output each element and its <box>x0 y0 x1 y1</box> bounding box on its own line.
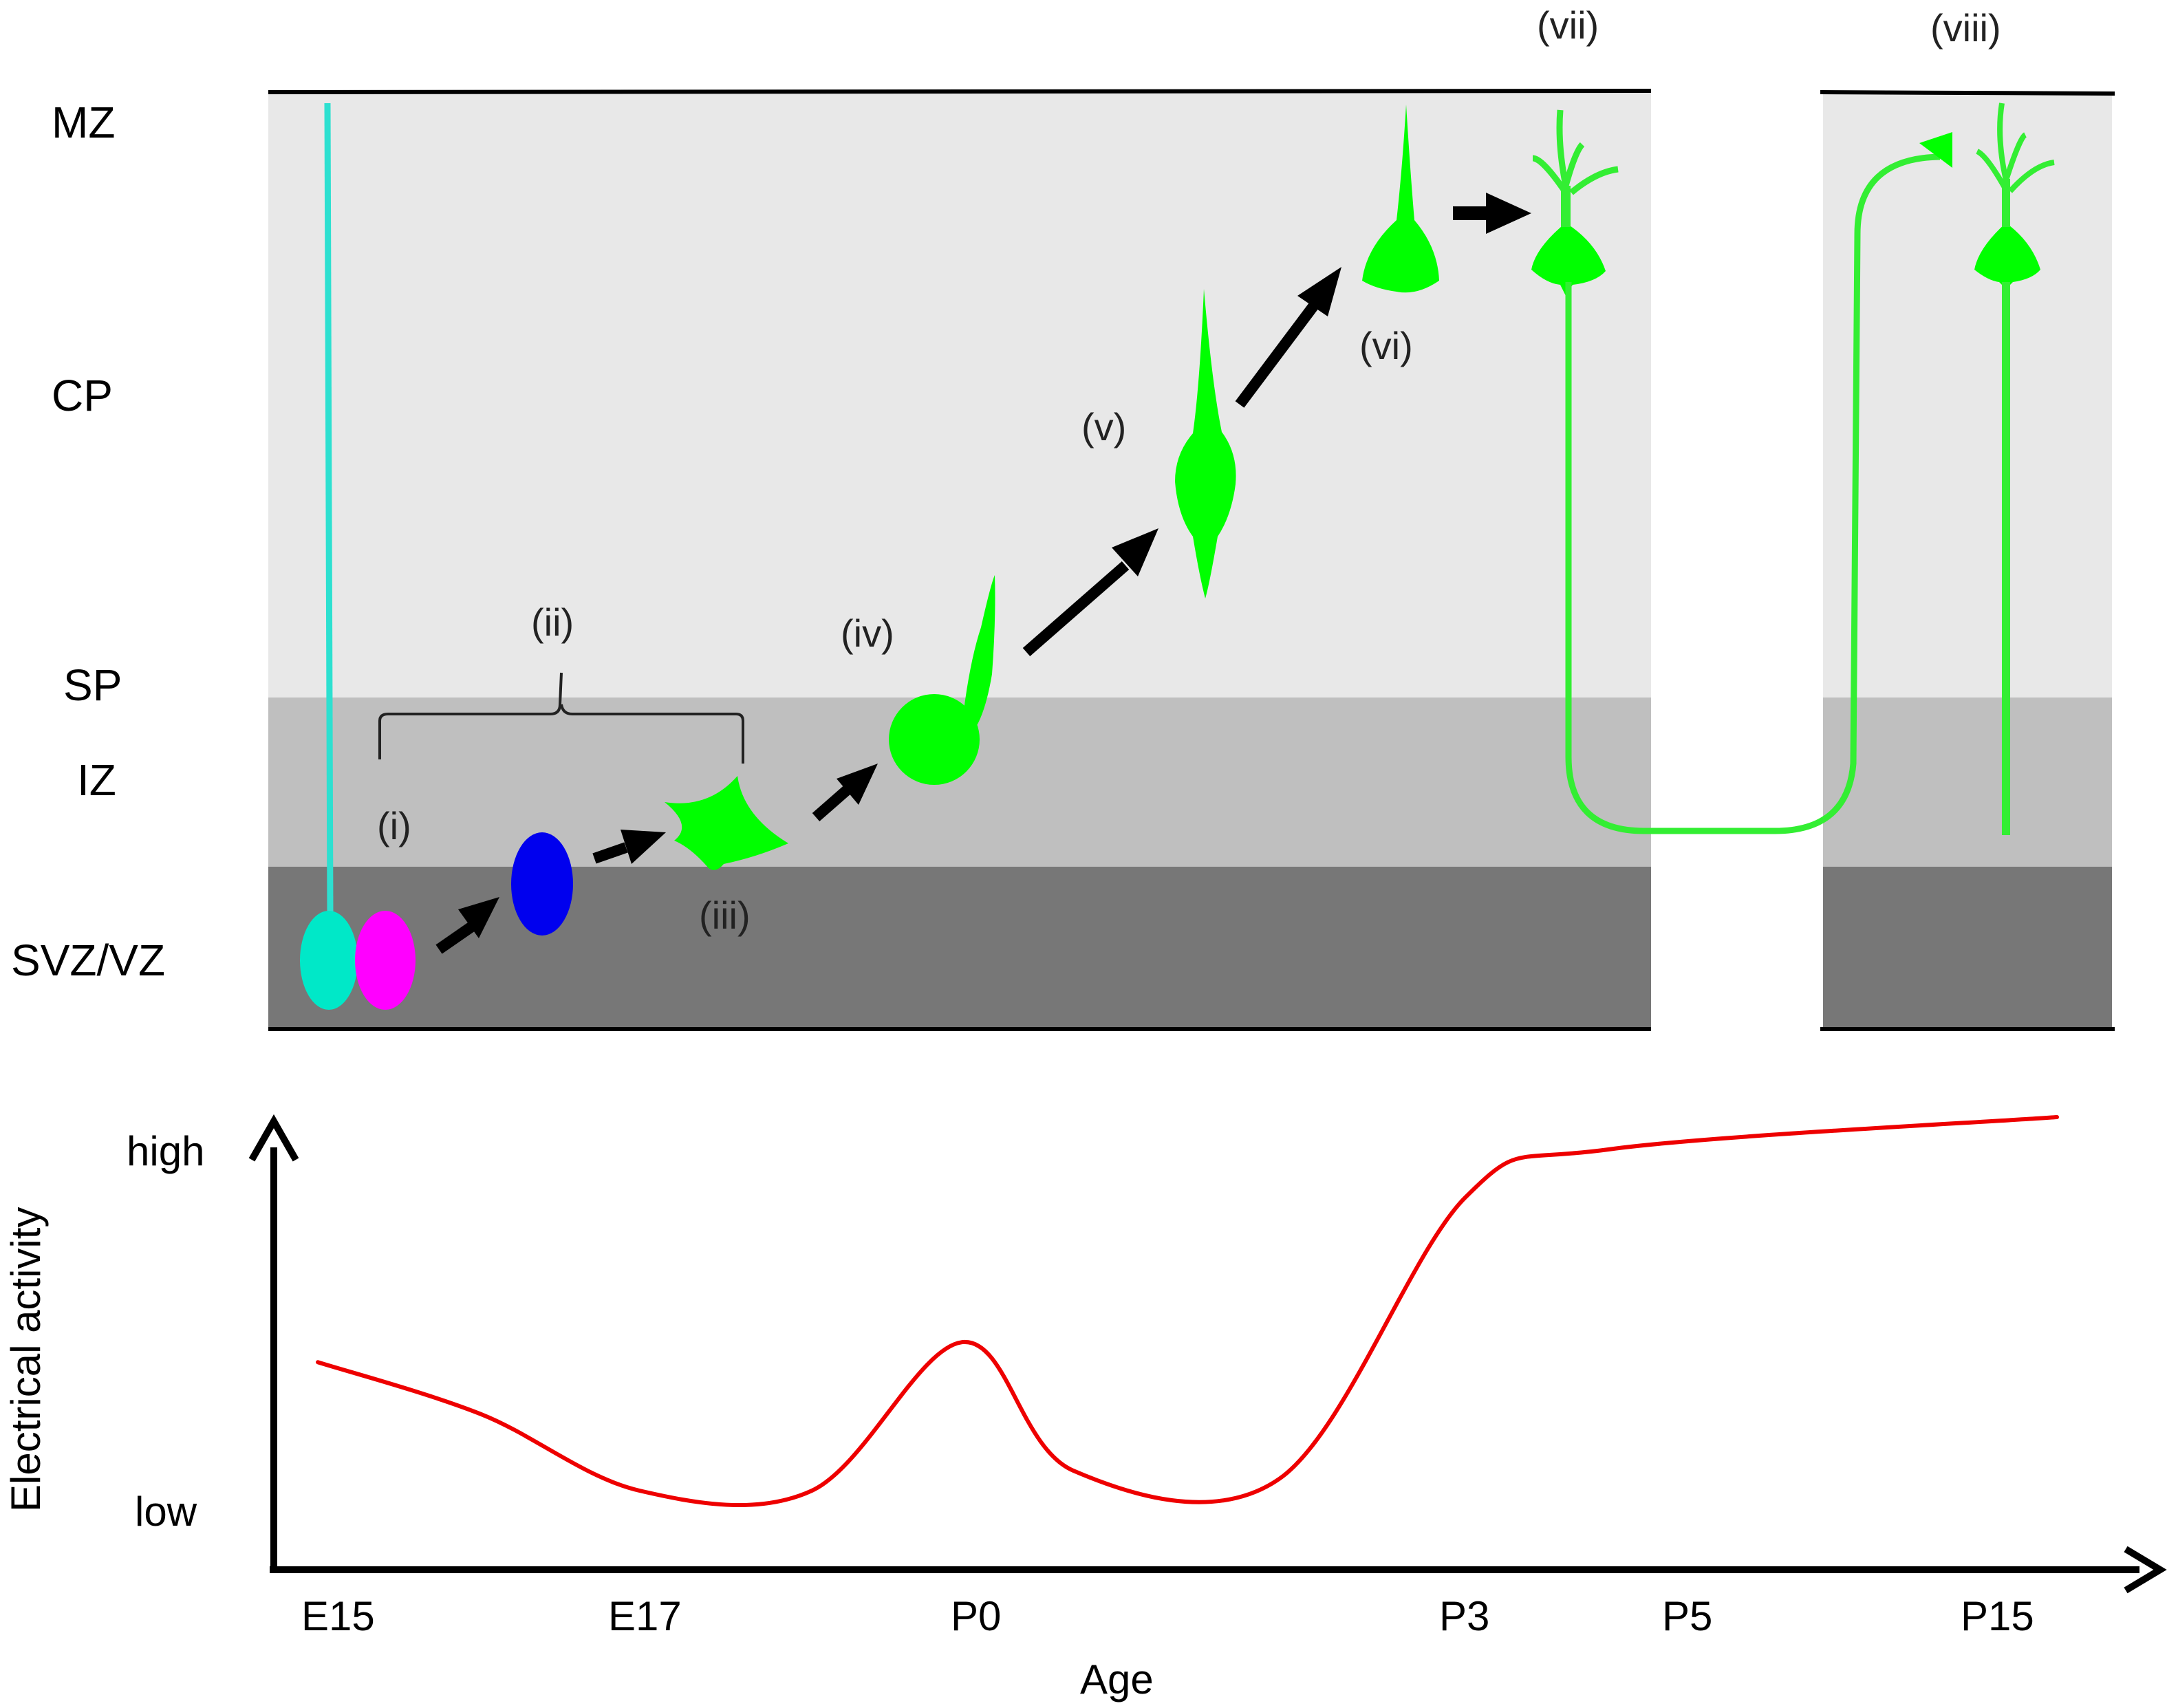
arrow-icon <box>1453 193 1531 234</box>
progenitor-cell-icon <box>355 911 416 1010</box>
mz-cp-sp-layer <box>268 92 1651 698</box>
x-tick-label: E15 <box>301 1593 375 1639</box>
intermediate-progenitor-icon <box>511 832 573 936</box>
svz-vz-layer <box>268 867 1651 1028</box>
stage-label-i: (i) <box>377 804 411 847</box>
migration-arrows <box>435 193 1531 954</box>
x-tick-label: P5 <box>1662 1593 1712 1639</box>
zone-label-cp: CP <box>52 371 113 420</box>
activity-chart: high low E15 E17 P0 P3 P5 P15 Age Electr… <box>3 1114 2167 1702</box>
arrow-icon <box>812 764 878 822</box>
y-axis-title: Electrical activity <box>3 1207 49 1512</box>
zone-label-svz-vz: SVZ/VZ <box>11 936 165 985</box>
pyramidal-neuron-icon-late <box>1974 102 2055 289</box>
stage-label-iii: (iii) <box>699 894 751 937</box>
x-tick-label: E17 <box>608 1593 682 1639</box>
locomoting-neuron-icon <box>1175 289 1236 598</box>
stage-label-vii: (vii) <box>1537 3 1599 47</box>
zone-labels: MZ CP SP IZ SVZ/VZ <box>11 98 165 985</box>
arrow-icon <box>1235 267 1341 408</box>
iz-layer-late <box>1823 698 2112 867</box>
y-tick-label-high: high <box>127 1128 204 1174</box>
x-tick-label: P0 <box>951 1593 1001 1639</box>
stage-labels: (i) (ii) (iii) (iv) (v) (vi) (vii) (viii… <box>377 3 2001 937</box>
zone-label-mz: MZ <box>52 98 115 147</box>
stage-label-v: (v) <box>1081 405 1126 448</box>
pyramidal-neuron-icon <box>1531 109 1619 296</box>
bipolar-neuron-icon <box>889 575 995 785</box>
x-axis-arrowhead <box>2124 1546 2167 1594</box>
y-tick-label-low: low <box>135 1489 197 1535</box>
arrow-icon <box>592 830 666 864</box>
x-tick-label: P3 <box>1439 1593 1489 1639</box>
pial-surface-line <box>268 89 1652 94</box>
axon-projection <box>1565 132 2010 835</box>
stage-label-viii: (viii) <box>1930 6 2001 50</box>
x-tick-label: P15 <box>1961 1593 2034 1639</box>
brace-icon <box>378 672 744 764</box>
cortex-panel <box>268 89 2115 1031</box>
svz-vz-layer-late <box>1823 867 2112 1028</box>
pial-surface-line-late <box>1820 90 2115 96</box>
stage-label-iv: (iv) <box>841 612 894 655</box>
y-axis-arrowhead <box>248 1114 299 1162</box>
arrow-icon <box>1022 528 1158 657</box>
activity-curve-line <box>316 1115 2059 1508</box>
zone-label-sp: SP <box>63 660 122 710</box>
stage-label-vi: (vi) <box>1359 324 1413 367</box>
stage-label-ii: (ii) <box>531 601 574 644</box>
mz-cp-sp-layer-late <box>1823 92 2112 698</box>
x-axis-title: Age <box>1080 1656 1154 1702</box>
zone-label-iz: IZ <box>77 755 116 805</box>
multipolar-neuron-icon <box>665 776 788 870</box>
arrow-icon <box>435 897 499 954</box>
radial-glia-cell-icon <box>300 102 358 1010</box>
locomoting-neuron-icon-terminal <box>1362 105 1439 293</box>
